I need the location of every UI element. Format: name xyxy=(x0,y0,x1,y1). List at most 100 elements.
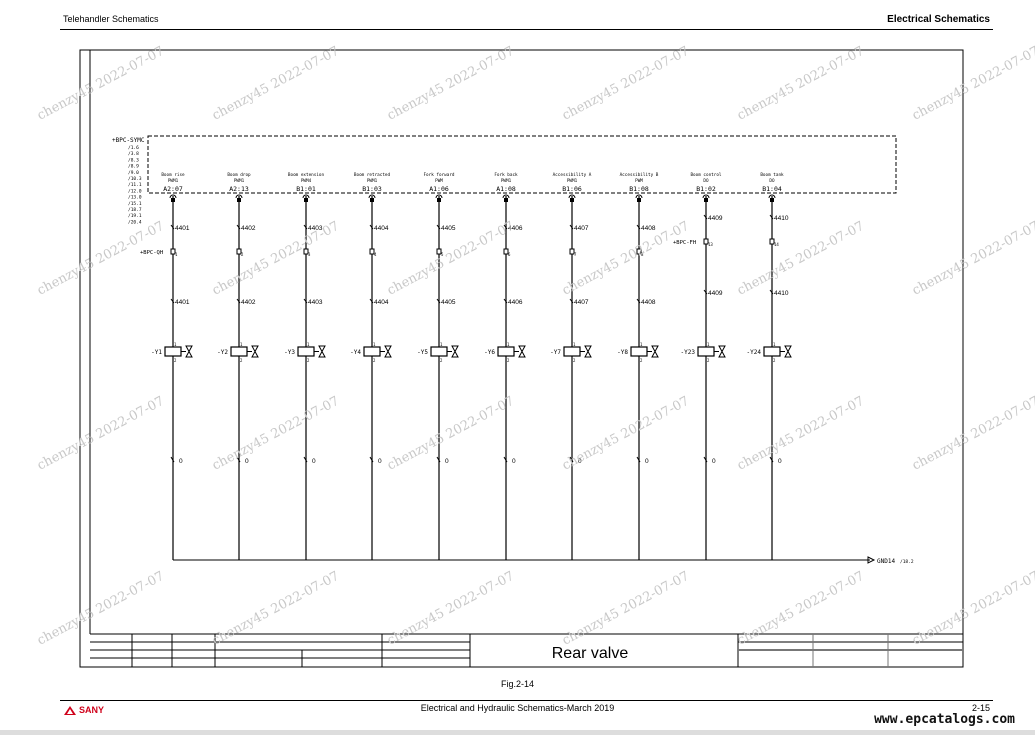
controller-pin: A1:08 xyxy=(496,185,516,193)
coil-pin: 2 xyxy=(240,358,243,363)
coil-pin: 1 xyxy=(573,342,576,347)
channel-function: Fork forward xyxy=(423,172,454,178)
valve-icon xyxy=(518,345,526,358)
ground-wire-number: 0 xyxy=(378,458,382,465)
watermark: chenzy45 2022-07-07 xyxy=(910,394,1035,474)
pin-icon xyxy=(770,198,774,202)
wire-number: 4409 xyxy=(708,215,723,222)
coil-label: -Y6 xyxy=(484,349,495,356)
wire-mark xyxy=(303,456,308,463)
connector-pin: 4 xyxy=(374,252,377,257)
pin-socket-icon xyxy=(502,194,510,199)
module-ref: /1.6 xyxy=(128,145,139,151)
coil-label: -Y2 xyxy=(217,349,228,356)
watermark: chenzy45 2022-07-07 xyxy=(35,394,167,474)
watermark: chenzy45 2022-07-07 xyxy=(210,569,342,649)
drawing-frame xyxy=(79,49,964,668)
wire-number: 4402 xyxy=(241,299,256,306)
pin-socket-icon xyxy=(435,194,443,199)
valve-icon xyxy=(185,345,193,358)
coil-pin: 2 xyxy=(507,358,510,363)
connector-pin-icon xyxy=(503,248,509,255)
title-block xyxy=(90,633,963,667)
header-rule xyxy=(60,29,993,30)
ground-wire-number: 0 xyxy=(645,458,649,465)
ground-wire-number: 0 xyxy=(778,458,782,465)
wire-number: 4408 xyxy=(641,225,656,232)
connector-pin-icon xyxy=(236,248,242,255)
wire-mark xyxy=(369,224,374,230)
solenoid-coil-icon xyxy=(230,346,248,357)
module-ref: /12.0 xyxy=(128,188,142,194)
solenoid-coil-icon xyxy=(697,346,715,357)
connector-pin: 1 xyxy=(175,252,178,257)
wire-mark xyxy=(636,224,641,230)
wire-mark xyxy=(436,298,441,304)
connector-pin-icon xyxy=(170,248,176,255)
channel-function: Boom retracted xyxy=(354,172,391,178)
controller-pin: B1:01 xyxy=(296,185,316,193)
module-ref: /18.7 xyxy=(128,207,142,213)
drawing-title: Rear valve xyxy=(552,645,629,662)
channel-signal-type: PWM xyxy=(635,178,643,184)
wire-mark xyxy=(703,214,708,220)
coil-pin: 2 xyxy=(707,358,710,363)
connector-pin: 8 xyxy=(641,252,644,257)
wire-mark xyxy=(636,298,641,304)
module-ref: /15.1 xyxy=(128,201,142,207)
controller-pin: B1:08 xyxy=(629,185,649,193)
module-refs: /1.6/3.8/8.3/8.9/9.0/10.3/11.1/12.0/13.0… xyxy=(128,145,142,225)
pin-icon xyxy=(370,198,374,202)
figure-caption: Fig.2-14 xyxy=(500,679,535,689)
sany-logo: SANY xyxy=(64,705,104,715)
module-name: +BPC-SYMC xyxy=(112,137,145,144)
valve-icon xyxy=(451,345,459,358)
connector-pin: 13 xyxy=(708,242,713,247)
connector-pin-icon xyxy=(436,248,442,255)
channel-signal-type: PWM xyxy=(435,178,443,184)
pin-socket-icon xyxy=(568,194,576,199)
coil-pin: 1 xyxy=(440,342,443,347)
coil-pin: 1 xyxy=(773,342,776,347)
controller-module-box xyxy=(147,135,897,194)
watermark: chenzy45 2022-07-07 xyxy=(735,394,867,474)
watermark: chenzy45 2022-07-07 xyxy=(210,44,342,124)
wire-mark xyxy=(236,224,241,230)
coil-pin: 2 xyxy=(640,358,643,363)
module-ref: /8.9 xyxy=(128,164,139,170)
coil-pin: 1 xyxy=(307,342,310,347)
brand-name: SANY xyxy=(79,705,105,715)
pin-icon xyxy=(237,198,241,202)
controller-pin: B1:03 xyxy=(362,185,382,193)
website-link[interactable]: www.epcatalogs.com xyxy=(874,712,1015,727)
watermark: chenzy45 2022-07-07 xyxy=(210,394,342,474)
wire-mark xyxy=(170,224,175,230)
footer-rule xyxy=(60,700,993,701)
wire-number: 4405 xyxy=(441,299,456,306)
pin-icon xyxy=(437,198,441,202)
wire-mark xyxy=(303,224,308,230)
valve-icon xyxy=(651,345,659,358)
coil-pin: 1 xyxy=(373,342,376,347)
ground-wire-number: 0 xyxy=(445,458,449,465)
coil-pin: 2 xyxy=(440,358,443,363)
wire-mark xyxy=(436,224,441,230)
pin-icon xyxy=(304,198,308,202)
pin-icon xyxy=(171,198,175,202)
connector-pin: 7 xyxy=(574,252,577,257)
wire-number: 4407 xyxy=(574,299,589,306)
sany-logo-icon xyxy=(64,705,76,715)
wire-mark xyxy=(436,456,441,463)
watermark: chenzy45 2022-07-07 xyxy=(560,569,692,649)
pin-socket-icon xyxy=(235,194,243,199)
controller-pin: A2:13 xyxy=(229,185,249,193)
wire-mark xyxy=(569,224,574,230)
connector-pin: 6 xyxy=(508,252,511,257)
coil-label: -Y24 xyxy=(747,349,762,356)
wire-number: 4404 xyxy=(374,299,389,306)
solenoid-coil-icon xyxy=(430,346,448,357)
